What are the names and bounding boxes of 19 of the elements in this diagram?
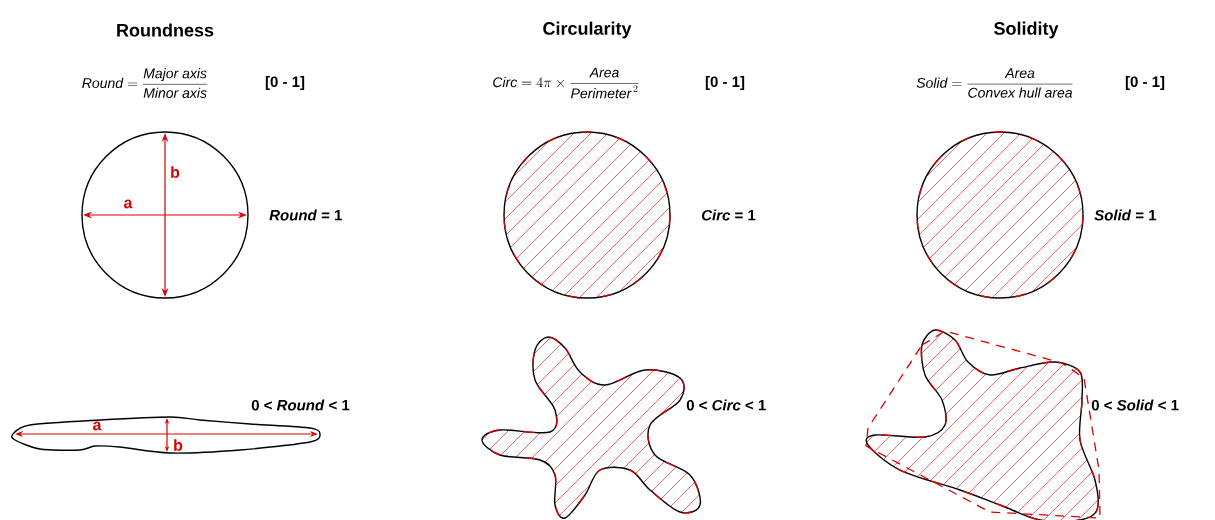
value-label: Round = 1 bbox=[269, 209, 342, 221]
range-label: [0 - 1] bbox=[265, 76, 305, 90]
formula: $\mathit{Round} = \dfrac{\mathit{Major\ axis}}{\mathit{Minor\ axis}}$ bbox=[82, 68, 207, 98]
value-label: 0 < Circ < 1 bbox=[686, 399, 766, 411]
dimension-label: b bbox=[171, 166, 180, 178]
heading: Circularity bbox=[543, 21, 632, 39]
range-label: [0 - 1] bbox=[1125, 76, 1165, 90]
value-label: Solid = 1 bbox=[1094, 209, 1157, 221]
formula: $\mathit{Circ} = 4\pi \times \dfrac{\mathit{Area}}{\mathit{Perimeter}^{\,2}}$ bbox=[493, 67, 639, 99]
dimension-label: a bbox=[93, 421, 102, 431]
heading: Solidity bbox=[994, 21, 1059, 39]
formula: $\mathit{Solid} = \dfrac{\mathit{Area}}{\mathit{Convex\ hull\ area}}$ bbox=[916, 68, 1073, 98]
range-label: [0 - 1] bbox=[705, 76, 745, 90]
heading: Roundness bbox=[117, 23, 214, 37]
dimension-label: a bbox=[124, 199, 133, 209]
dimension-label: b bbox=[174, 439, 183, 451]
value-label: 0 < Round < 1 bbox=[251, 399, 350, 411]
value-label: 0 < Solid < 1 bbox=[1091, 399, 1179, 411]
value-label: Circ = 1 bbox=[701, 209, 756, 221]
